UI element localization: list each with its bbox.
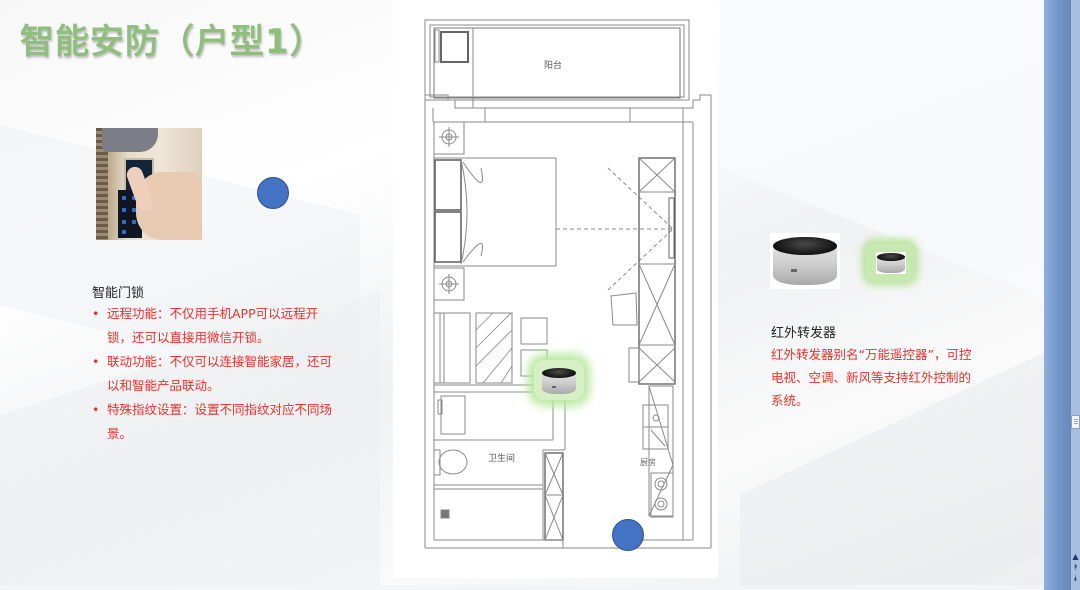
floor-plan: 阳台 卫生间 厨房: [393, 0, 718, 578]
next-page-icon[interactable]: ⯯: [1073, 574, 1078, 583]
smart-lock-feature-list: 远程功能：不仅用手机APP可以远程开锁，还可以直接用微信开锁。 联动功能：不仅可…: [92, 302, 332, 446]
room-label-bathroom: 卫生间: [488, 454, 516, 464]
smart-lock-image: [96, 128, 202, 240]
previous-page-icon[interactable]: ⯭: [1073, 563, 1078, 572]
list-item: 远程功能：不仅用手机APP可以远程开锁，还可以直接用微信开锁。: [92, 302, 332, 350]
scrollbar-thumb[interactable]: [1071, 415, 1080, 429]
scroll-up-arrow-icon[interactable]: ▲: [1072, 552, 1079, 561]
slide-title: 智能安防（户型1）: [20, 22, 325, 62]
ir-blaster-description: 红外转发器别名“万能遥控器”，可控电视、空调、新风等支持红外控制的系统。: [771, 347, 972, 408]
smart-lock-heading: 智能门锁: [92, 286, 145, 301]
room-label-kitchen: 厨房: [640, 458, 656, 467]
list-item: 联动功能：不仅可以连接智能家居，还可以和智能产品联动。: [92, 350, 332, 398]
door-lock-marker-dot[interactable]: [612, 519, 644, 551]
room-label-balcony: 阳台: [544, 61, 563, 71]
vertical-scrollbar[interactable]: ▲ ⯭ ⯯: [1044, 0, 1080, 590]
ir-blaster-image: [770, 233, 840, 289]
smart-lock-marker-dot[interactable]: [257, 177, 289, 209]
ir-blaster-heading: 红外转发器: [771, 326, 837, 341]
ir-blaster-icon-glow[interactable]: [866, 243, 914, 281]
slide-canvas: 智能安防（户型1） 智能门锁 远程功能：不仅用手机APP可以远程开锁，还可以直接…: [0, 0, 1044, 585]
list-item: 特殊指纹设置：设置不同指纹对应不同场景。: [92, 398, 332, 446]
scrollbar-track[interactable]: [1071, 0, 1080, 590]
ir-blaster-plan-marker[interactable]: [534, 360, 584, 400]
